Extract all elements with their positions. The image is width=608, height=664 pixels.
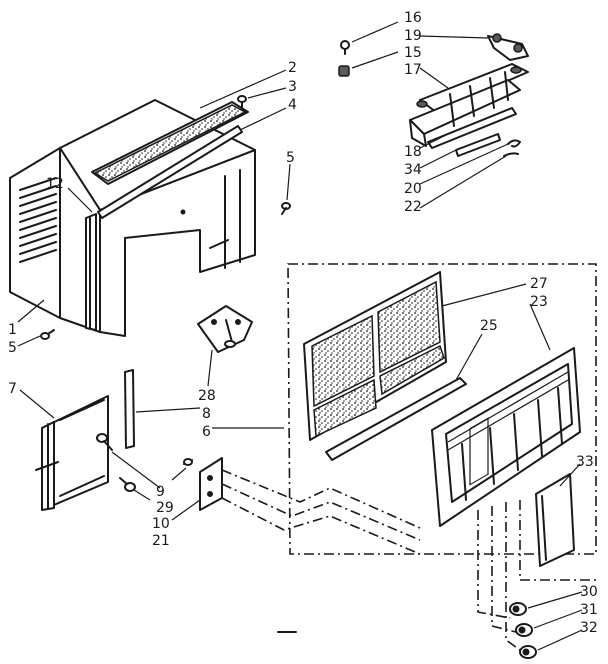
callout-3: 3 xyxy=(288,79,297,95)
cabinet-part xyxy=(9,99,256,337)
callout-7: 7 xyxy=(8,381,17,397)
callout-labels: 16 19 15 17 18 34 20 22 2 3 4 5 12 1 5 7… xyxy=(8,10,598,636)
rail-part xyxy=(97,125,243,219)
callout-28: 28 xyxy=(198,388,216,404)
callout-1: 1 xyxy=(8,322,17,338)
callout-21: 21 xyxy=(152,533,170,549)
callout-10: 10 xyxy=(152,516,170,532)
callout-4: 4 xyxy=(288,97,297,113)
housing-17 xyxy=(409,63,529,147)
callout-32: 32 xyxy=(580,620,598,636)
bracket-21 xyxy=(183,457,223,511)
screw-5-bottom xyxy=(40,329,55,340)
callout-25: 25 xyxy=(480,318,498,334)
side-panel-7 xyxy=(35,395,109,511)
callout-29: 29 xyxy=(156,500,174,516)
callout-19: 19 xyxy=(404,28,422,44)
callout-5-bottom: 5 xyxy=(8,340,17,356)
access-door-33 xyxy=(535,473,575,567)
callout-9: 9 xyxy=(156,484,165,500)
cord-routing xyxy=(221,469,598,651)
screw-3 xyxy=(237,95,247,110)
filter-27 xyxy=(303,271,447,441)
callout-30: 30 xyxy=(580,584,598,600)
callout-12: 12 xyxy=(46,176,64,192)
callout-18: 18 xyxy=(404,144,422,160)
callout-27: 27 xyxy=(530,276,548,292)
cabinet-louvers xyxy=(19,177,57,263)
callout-6: 6 xyxy=(202,424,211,440)
spring-20 xyxy=(507,139,521,148)
front-grille-23 xyxy=(431,347,581,527)
leader-lines xyxy=(17,21,583,651)
knob-32 xyxy=(519,645,537,659)
bracket-28 xyxy=(197,305,253,353)
screw-16 xyxy=(340,40,350,55)
callout-2: 2 xyxy=(288,60,297,76)
callout-17: 17 xyxy=(404,62,422,78)
callout-15: 15 xyxy=(404,45,422,61)
screw-10 xyxy=(119,477,136,492)
callout-31: 31 xyxy=(580,602,598,618)
screw-5-top xyxy=(281,202,291,215)
callout-8: 8 xyxy=(202,406,211,422)
bar-18 xyxy=(427,107,517,149)
callout-16: 16 xyxy=(404,10,422,26)
clip-15 xyxy=(338,65,350,77)
callout-23: 23 xyxy=(530,294,548,310)
screw-9 xyxy=(96,433,113,451)
knob-30 xyxy=(509,602,527,616)
strip-8 xyxy=(124,369,135,449)
callout-33: 33 xyxy=(576,454,594,470)
callout-5-top: 5 xyxy=(286,150,295,166)
callout-34: 34 xyxy=(404,162,422,178)
bar-25 xyxy=(325,377,467,461)
callout-20: 20 xyxy=(404,181,422,197)
bar-34 xyxy=(455,133,501,157)
bracket-19 xyxy=(487,33,529,61)
knob-31 xyxy=(515,623,533,637)
spring-22 xyxy=(503,152,519,157)
front-panel-group-outline xyxy=(287,263,597,555)
callout-22: 22 xyxy=(404,199,422,215)
